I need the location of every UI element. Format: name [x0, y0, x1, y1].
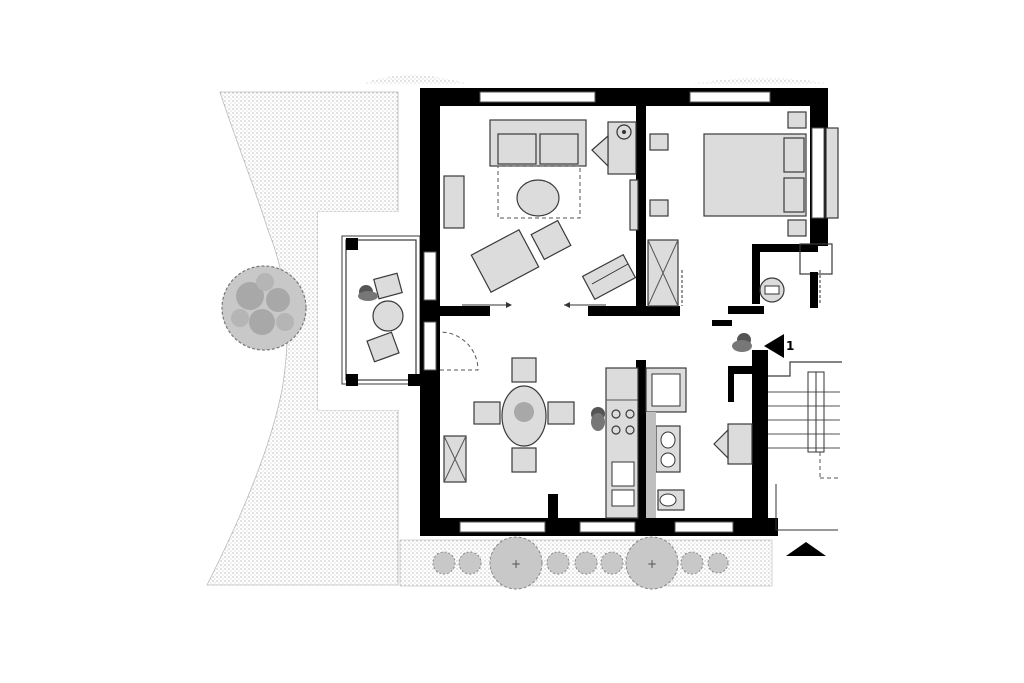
svg-text:+: +: [647, 557, 657, 571]
door-swing: [439, 331, 479, 371]
shrub-icon: [458, 551, 482, 575]
shrub-icon: [432, 551, 456, 575]
kitchen: [605, 367, 639, 519]
bathroom: [645, 367, 687, 518]
person-icon: [732, 333, 752, 352]
shrub-icon: [680, 551, 704, 575]
staircase: [768, 361, 842, 531]
shrub-icon: [546, 551, 570, 575]
shrub-row: + +: [432, 536, 729, 590]
windows: [423, 91, 825, 533]
living-room-furniture: [443, 119, 639, 308]
north-arrow-icon: [786, 542, 826, 556]
person-icon: [591, 407, 605, 431]
dining-furniture: [443, 357, 605, 483]
person-icon: [358, 285, 378, 301]
bedroom-furniture: [647, 111, 839, 307]
shrub-icon: [707, 552, 729, 574]
section-marker-label: 1: [786, 339, 794, 353]
entrance-hall: [712, 320, 753, 465]
interior-walls: [440, 104, 833, 522]
svg-text:+: +: [511, 557, 521, 571]
shrub-icon: +: [489, 536, 543, 590]
shrub-icon: [600, 551, 624, 575]
shrub-icon: [574, 551, 598, 575]
section-marker-icon: 1: [764, 334, 794, 358]
balcony: [318, 212, 421, 410]
tree-icon: [221, 265, 307, 351]
shrub-icon: +: [625, 536, 679, 590]
